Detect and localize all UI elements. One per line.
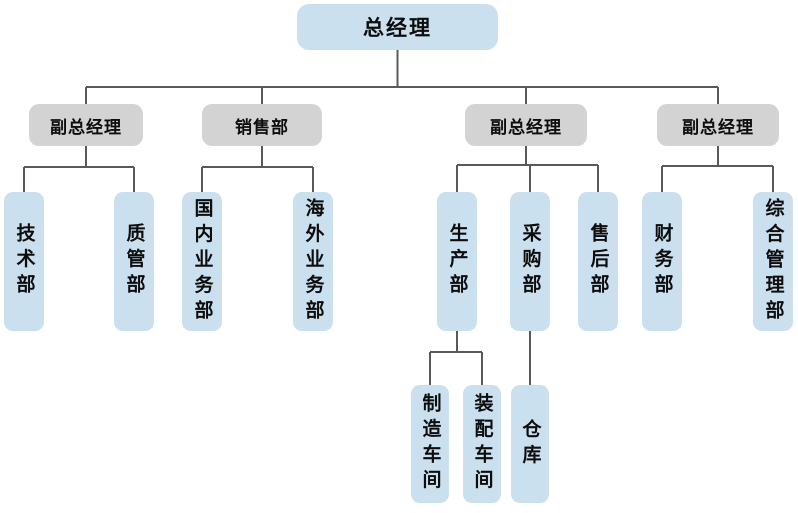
org-node-label: 海外业务部 — [302, 197, 325, 326]
org-node-deputy-gm-1: 副总经理 — [29, 104, 143, 146]
org-node-aftersales-dept: 售后部 — [578, 192, 618, 331]
org-node-label: 技术部 — [13, 223, 36, 300]
org-node-deputy-gm-2: 副总经理 — [465, 104, 587, 146]
org-node-production-dept: 生产部 — [437, 192, 477, 331]
org-node-label: 仓库 — [519, 418, 542, 470]
org-node-assembly-workshop: 装配车间 — [463, 385, 501, 503]
org-node-label: 财务部 — [651, 223, 674, 300]
org-node-domestic-business-dept: 国内业务部 — [182, 192, 222, 331]
org-node-purchasing-dept: 采购部 — [510, 192, 550, 331]
org-node-finance-dept: 财务部 — [642, 192, 682, 331]
org-node-general-management-dept: 综合管理部 — [753, 192, 793, 331]
org-node-label: 生产部 — [446, 223, 469, 300]
org-node-sales-dept: 销售部 — [202, 104, 322, 146]
org-node-warehouse: 仓库 — [511, 385, 549, 503]
org-node-label: 综合管理部 — [762, 197, 785, 326]
org-node-overseas-business-dept: 海外业务部 — [293, 192, 333, 331]
org-node-label: 国内业务部 — [191, 197, 214, 326]
org-node-label: 装配车间 — [471, 393, 494, 495]
org-node-deputy-gm-3: 副总经理 — [657, 104, 779, 146]
org-node-label: 售后部 — [587, 223, 610, 300]
org-node-technical-dept: 技术部 — [4, 192, 44, 331]
org-node-manufacturing-workshop: 制造车间 — [411, 385, 449, 503]
org-node-label: 采购部 — [519, 223, 542, 300]
org-node-label: 制造车间 — [419, 393, 442, 495]
org-node-quality-dept: 质管部 — [114, 192, 154, 331]
org-node-general-manager: 总经理 — [297, 4, 498, 50]
org-node-label: 质管部 — [123, 223, 146, 300]
